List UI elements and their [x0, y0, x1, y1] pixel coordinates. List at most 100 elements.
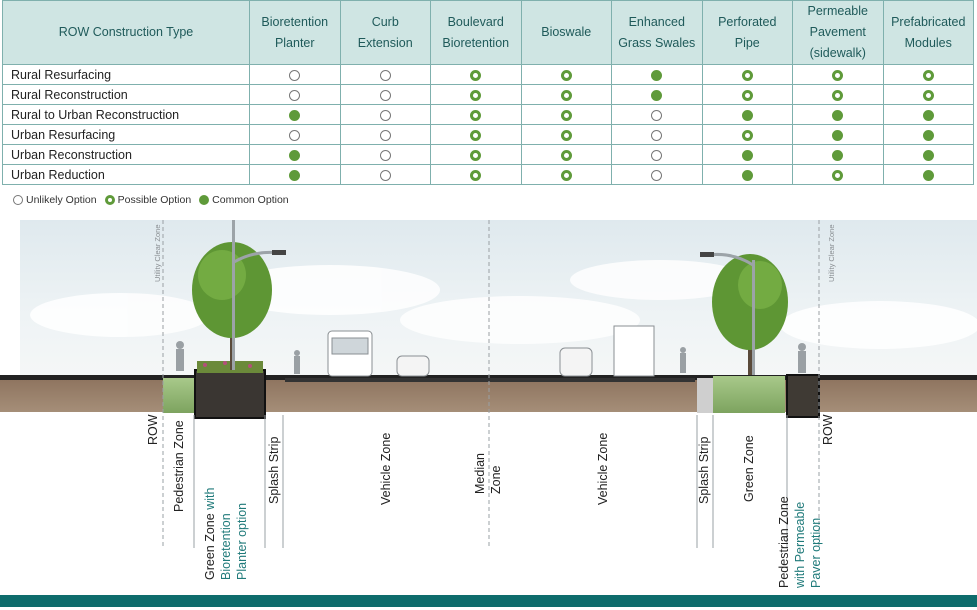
label-vehicle-zone-left: Vehicle Zone: [379, 432, 393, 505]
label-green-zone-right: Green Zone: [742, 435, 756, 502]
cross-section-illustration: [0, 220, 977, 548]
option-cell: [520, 124, 612, 145]
right-tree: [712, 254, 788, 375]
utility-clear-zone-left: Utility Clear Zone: [153, 224, 162, 282]
pedestrian-zone-right-option-2: Paver option: [809, 517, 823, 588]
street-cross-section: Utility Clear Zone Utility Clear Zone RO…: [0, 220, 977, 605]
unlikely-option-icon: [379, 109, 391, 121]
permeable-paver: [786, 374, 820, 418]
unlikely-option-icon: [651, 149, 663, 161]
pedestrian-zone-right-text: Pedestrian Zone: [777, 496, 791, 588]
option-cell: [701, 124, 793, 145]
common-option-icon: [741, 109, 753, 121]
row-label: Urban Resurfacing: [2, 124, 250, 145]
common-option-icon: [832, 149, 844, 161]
table-row: Rural Resurfacing: [2, 64, 974, 85]
utility-clear-zone-right: Utility Clear Zone: [827, 224, 836, 282]
right-street-light: [700, 252, 755, 375]
possible-option-icon: [470, 149, 482, 161]
option-cell: [430, 164, 522, 185]
green-zone-left-option-3: Planter option: [235, 502, 249, 580]
option-cell: [882, 84, 974, 105]
row-label: Urban Reconstruction: [2, 144, 250, 165]
table-row: Urban Resurfacing: [2, 124, 974, 145]
option-cell: [611, 84, 703, 105]
possible-option-icon: [470, 169, 482, 181]
car-left: [396, 355, 430, 377]
possible-option-icon: [741, 69, 753, 81]
option-cell: [520, 104, 612, 125]
option-cell: [882, 104, 974, 125]
bioretention-planter: [194, 369, 266, 419]
header-column-line: Bioretention: [261, 14, 329, 29]
unlikely-option-icon: [379, 69, 391, 81]
option-cell: [792, 84, 884, 105]
unlikely-option-icon: [289, 69, 301, 81]
row-label: Urban Reduction: [2, 164, 250, 185]
option-cell: [520, 64, 612, 85]
option-cell: [611, 104, 703, 125]
unlikely-option-icon: [379, 149, 391, 161]
label-pedestrian-zone-right: Pedestrian Zone with Permeable Paver opt…: [776, 496, 824, 588]
option-cell: [882, 124, 974, 145]
possible-option-icon: [560, 149, 572, 161]
possible-option-icon: [560, 89, 572, 101]
label-splash-strip-left: Splash Strip: [267, 436, 281, 504]
header-column-line: Boulevard: [447, 14, 504, 29]
label-splash-strip-right: Splash Strip: [697, 436, 711, 504]
header-column-line: (sidewalk): [809, 46, 866, 60]
common-option-icon: [832, 129, 844, 141]
possible-option-icon: [470, 129, 482, 141]
option-cell: [792, 164, 884, 185]
header-construction-type: ROW Construction Type: [2, 0, 250, 65]
common-option-icon: [741, 169, 753, 181]
possible-option-icon: [560, 129, 572, 141]
option-cell: [339, 124, 431, 145]
left-grass-strip: [163, 378, 195, 413]
label-median-zone: Median Zone: [472, 453, 504, 494]
common-option-icon: [832, 109, 844, 121]
option-cell: [611, 144, 703, 165]
option-cell: [249, 144, 341, 165]
legend-unlikely: Unlikely Option: [10, 194, 97, 206]
option-cell: [882, 64, 974, 85]
option-cell: [520, 164, 612, 185]
unlikely-option-icon: [379, 169, 391, 181]
green-zone-left-text: Green Zone: [203, 513, 217, 580]
zone-boundaries: [162, 220, 820, 548]
possible-option-icon: [832, 89, 844, 101]
option-cell: [339, 144, 431, 165]
option-cell: [430, 84, 522, 105]
option-cell: [249, 104, 341, 125]
option-cell: [611, 164, 703, 185]
option-cell: [882, 164, 974, 185]
possible-option-icon: [741, 89, 753, 101]
legend-possible: Possible Option: [102, 194, 191, 206]
common-option-icon: [651, 89, 663, 101]
option-cell: [339, 84, 431, 105]
option-cell: [430, 144, 522, 165]
bus: [327, 330, 373, 377]
header-column-line: Modules: [904, 35, 952, 50]
median-zone-line-2: Zone: [489, 465, 503, 495]
possible-option-icon: [470, 109, 482, 121]
median-zone-line-1: Median: [473, 453, 487, 494]
option-cell: [701, 104, 793, 125]
label-green-zone-left: Green Zone with Bioretention Planter opt…: [202, 488, 250, 580]
header-column-line: Extension: [357, 35, 413, 50]
footer-bar: [0, 595, 977, 607]
common-option-icon: [741, 149, 753, 161]
common-option-icon: [651, 69, 663, 81]
legend: Unlikely Option Possible Option Common O…: [10, 194, 291, 206]
possible-option-icon: [741, 129, 753, 141]
header-column-line: Pipe: [734, 35, 760, 50]
option-cell: [520, 84, 612, 105]
possible-option-icon: [560, 109, 572, 121]
